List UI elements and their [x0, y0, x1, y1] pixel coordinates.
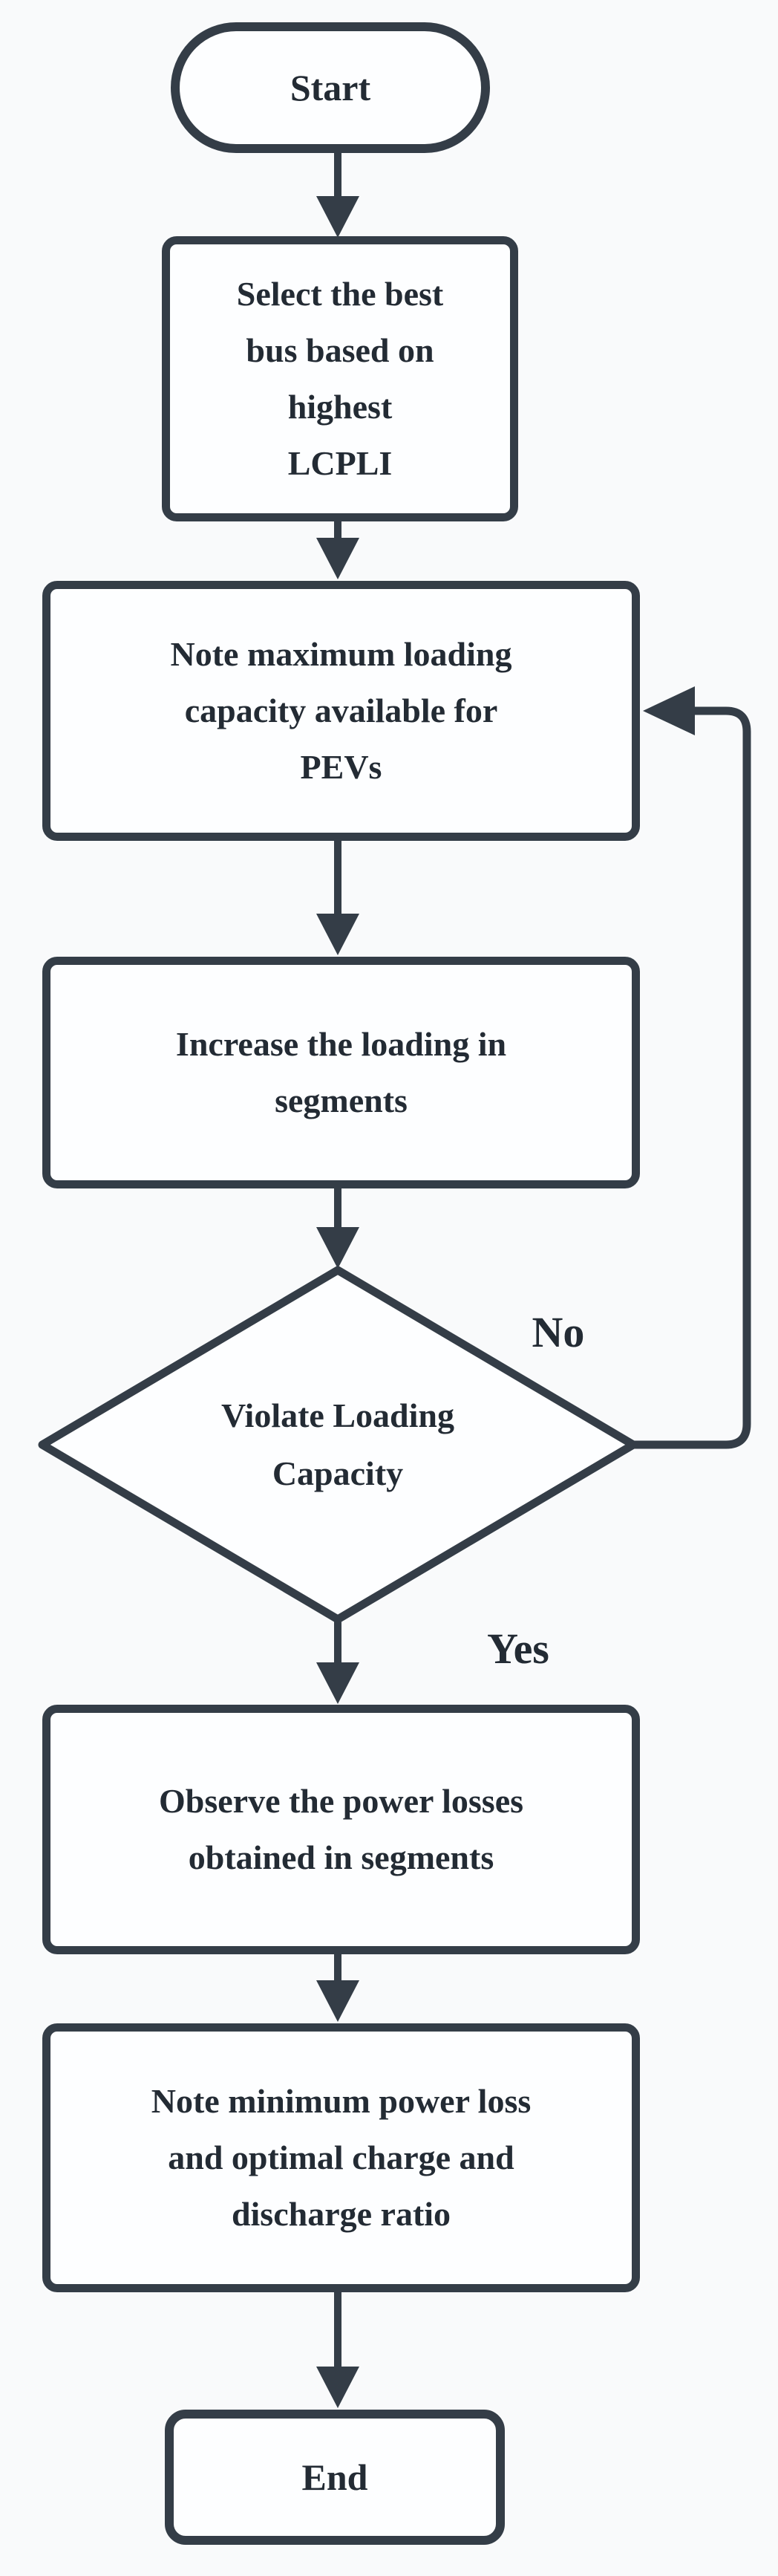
arrow-step3-to-decision-head — [316, 1227, 359, 1269]
process-note-minimum-power-loss-text: Note minimum power loss and optimal char… — [151, 2073, 532, 2242]
decision-violate-loading-capacity: Violate Loading Capacity — [115, 1365, 560, 1524]
process-observe-power-losses: Observe the power losses obtained in seg… — [42, 1705, 640, 1954]
node-text-line: Note minimum power loss — [151, 2082, 532, 2120]
node-text-line: segments — [275, 1082, 408, 1119]
process-increase-loading: Increase the loading in segments — [42, 957, 640, 1188]
arrow-step5-to-end-head — [316, 2367, 359, 2408]
node-text-line: discharge ratio — [231, 2195, 451, 2233]
node-text-line: and optimal charge and — [168, 2138, 514, 2176]
node-text-line: obtained in segments — [188, 1838, 494, 1876]
process-select-bus-text: Select the best bus based on highest LCP… — [237, 266, 443, 492]
process-observe-power-losses-text: Observe the power losses obtained in seg… — [159, 1773, 523, 1886]
node-text-line: Violate Loading — [221, 1396, 454, 1434]
start-node-label: Start — [290, 67, 371, 108]
arrow-step1-to-step2-head — [316, 538, 359, 579]
node-text-line: Select the best — [236, 275, 444, 313]
process-select-bus: Select the best bus based on highest LCP… — [162, 236, 518, 521]
yes-label: Yes — [487, 1624, 549, 1673]
process-note-minimum-power-loss: Note minimum power loss and optimal char… — [42, 2023, 640, 2292]
node-text-line: Capacity — [272, 1454, 404, 1492]
loop-no-path — [633, 706, 751, 1449]
node-text-line: LCPLI — [287, 444, 393, 482]
arrow-decision-to-step4-head — [316, 1662, 359, 1704]
node-text-line: capacity available for — [184, 692, 498, 729]
end-node: End — [165, 2410, 505, 2545]
node-text-line: highest — [287, 388, 393, 426]
end-node-label: End — [301, 2456, 368, 2498]
process-note-loading-capacity: Note maximum loading capacity available … — [42, 581, 640, 841]
arrow-start-to-step1-head — [316, 196, 359, 238]
loop-no-arrowhead — [643, 686, 695, 735]
arrow-step4-to-step5-head — [316, 1980, 359, 2022]
node-text-line: Increase the loading in — [175, 1025, 507, 1063]
node-text-line: bus based on — [246, 331, 434, 369]
process-increase-loading-text: Increase the loading in segments — [176, 1016, 506, 1129]
node-text-line: PEVs — [300, 748, 382, 786]
node-text-line: Observe the power losses — [158, 1782, 524, 1820]
arrow-step2-to-step3-head — [316, 914, 359, 955]
node-text-line: Note maximum loading — [170, 635, 512, 673]
start-node: Start — [171, 22, 490, 153]
no-label: No — [532, 1308, 585, 1356]
process-note-loading-capacity-text: Note maximum loading capacity available … — [171, 626, 512, 796]
